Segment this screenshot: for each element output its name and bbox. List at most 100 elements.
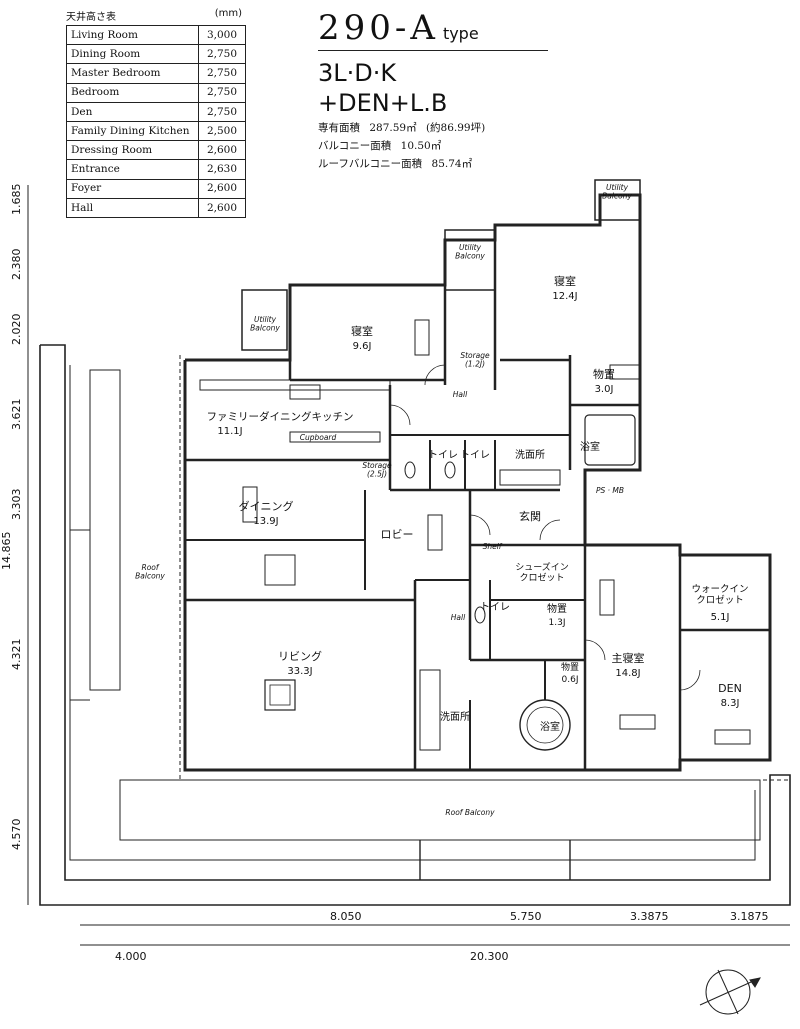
kitchen-cupboard xyxy=(289,431,381,443)
compass-icon xyxy=(699,969,761,1015)
dim-bottom: 3.1875 xyxy=(730,910,769,923)
room-toilet-1-name: トイレ xyxy=(428,450,458,461)
unit-title-block: 290-A type 3L·D·K +DEN+L.B 専有面積 287.59㎡ … xyxy=(318,8,548,171)
room-walkin-closet-name: ウォークインクロゼット xyxy=(691,584,748,606)
door-swing xyxy=(539,519,561,541)
area-note: (約86.99坪) xyxy=(425,122,486,134)
layout-line-2: +DEN+L.B xyxy=(318,89,448,117)
toilet xyxy=(404,461,416,479)
ceiling-table-title: 天井高さ表 xyxy=(66,12,116,23)
furniture-mark xyxy=(242,486,258,523)
room-den-name: DEN xyxy=(718,682,742,695)
room-bath-1-name: 浴室 xyxy=(580,440,600,453)
door-swing xyxy=(679,669,701,691)
room-washroom-2-name: 洗面所 xyxy=(440,711,470,723)
furniture-mark xyxy=(714,729,751,745)
area-value: 85.74㎡ xyxy=(431,158,473,170)
room-washroom-1-name: 洗面所 xyxy=(515,449,545,461)
roof-balcony-outline xyxy=(39,344,791,906)
exterior-wall xyxy=(183,193,772,772)
sink-counter xyxy=(499,469,561,486)
ceiling-table-header: 天井高さ表 (mm) xyxy=(66,8,246,25)
room-storage-c-size: 0.6J xyxy=(562,675,579,685)
balcony-boundary xyxy=(179,355,790,781)
label-hall-1: Hall xyxy=(453,390,468,399)
label-hall-2: Hall xyxy=(451,613,466,622)
room-bedroom-b-size: 9.6J xyxy=(353,341,372,352)
utility-balcony-3 xyxy=(594,179,641,221)
layout-line-1: 3L·D·K xyxy=(318,59,397,87)
room-master-size: 14.8J xyxy=(615,668,640,679)
dim-left: 1.685 xyxy=(10,184,23,216)
room-storage-b-size: 1.3J xyxy=(549,618,566,628)
label-storage-2: Storage(2.5J) xyxy=(362,461,392,479)
toilet xyxy=(444,461,456,479)
label-storage-1: Storage(1.2J) xyxy=(460,351,490,369)
furniture-mark xyxy=(264,679,296,711)
dim-bottom-left: 4.000 xyxy=(115,950,147,963)
room-bedroom-a-size: 12.4J xyxy=(552,291,577,302)
unit-type: 290-A xyxy=(318,8,439,48)
room-storage-c-name: 物置 xyxy=(561,661,579,673)
furniture-mark xyxy=(599,579,615,616)
room-toilet-2-name: トイレ xyxy=(460,450,490,461)
dim-left: 4.570 xyxy=(10,819,23,851)
area-exclusive: 専有面積 287.59㎡ (約86.99坪) xyxy=(318,120,548,135)
dim-left: 14.865 xyxy=(0,532,13,571)
room-living-name: リビング xyxy=(278,649,322,663)
ceiling-table-unit: (mm) xyxy=(214,8,242,19)
room-living-size: 33.3J xyxy=(287,666,312,677)
furniture-mark xyxy=(427,514,443,551)
area-balcony: バルコニー面積 10.50㎡ xyxy=(318,138,548,153)
furniture-mark-inner xyxy=(269,684,291,706)
dim-left: 2.020 xyxy=(10,314,23,346)
label-ps-mb: PS · MB xyxy=(596,486,624,495)
room-shoe-closet-name: シューズインクロゼット xyxy=(515,561,569,583)
round-bathtub xyxy=(519,699,571,751)
dim-left: 3.303 xyxy=(10,489,23,521)
room-dining-name: ダイニング xyxy=(239,499,294,513)
area-value: 287.59㎡ xyxy=(369,122,417,134)
room-storage-a-size: 3.0J xyxy=(595,384,614,395)
ceiling-height: 2,600 xyxy=(198,197,246,218)
ceiling-height: 3,000 xyxy=(198,24,246,46)
dim-left: 2.380 xyxy=(10,249,23,281)
area-value: 10.50㎡ xyxy=(400,140,442,152)
unit-type-line: 290-A type xyxy=(318,8,548,51)
utility-balcony-1 xyxy=(241,289,288,351)
room-storage-b-name: 物置 xyxy=(547,602,567,615)
kitchen-island xyxy=(289,384,321,400)
sink-counter xyxy=(419,669,441,751)
room-walkin-closet-size: 5.1J xyxy=(711,612,730,623)
roof-balcony-inner xyxy=(69,365,756,861)
room-bedroom-b-name: 寝室 xyxy=(351,324,373,338)
kitchen-counter xyxy=(199,379,391,391)
dim-bottom: 8.050 xyxy=(330,910,362,923)
room-fdk-name: ファミリーダイニングキッチン xyxy=(207,410,354,423)
furniture-mark xyxy=(264,554,296,586)
round-bathtub-inner xyxy=(526,706,564,744)
dim-left: 3.621 xyxy=(10,399,23,431)
area-label: ルーフバルコニー面積 xyxy=(318,158,423,170)
furniture-mark xyxy=(609,364,641,380)
dim-bottom-total: 20.300 xyxy=(470,950,509,963)
area-label: バルコニー面積 xyxy=(318,140,392,152)
toilet xyxy=(474,606,486,624)
room-den-size: 8.3J xyxy=(721,698,740,709)
room-master-name: 主寝室 xyxy=(612,651,645,665)
label-roof-balcony-bottom: Roof Balcony xyxy=(445,808,495,817)
balcony-planter xyxy=(119,779,761,841)
room-bath-2-name: 浴室 xyxy=(540,720,560,733)
dim-bottom: 3.3875 xyxy=(630,910,669,923)
balcony-planter xyxy=(89,369,121,691)
